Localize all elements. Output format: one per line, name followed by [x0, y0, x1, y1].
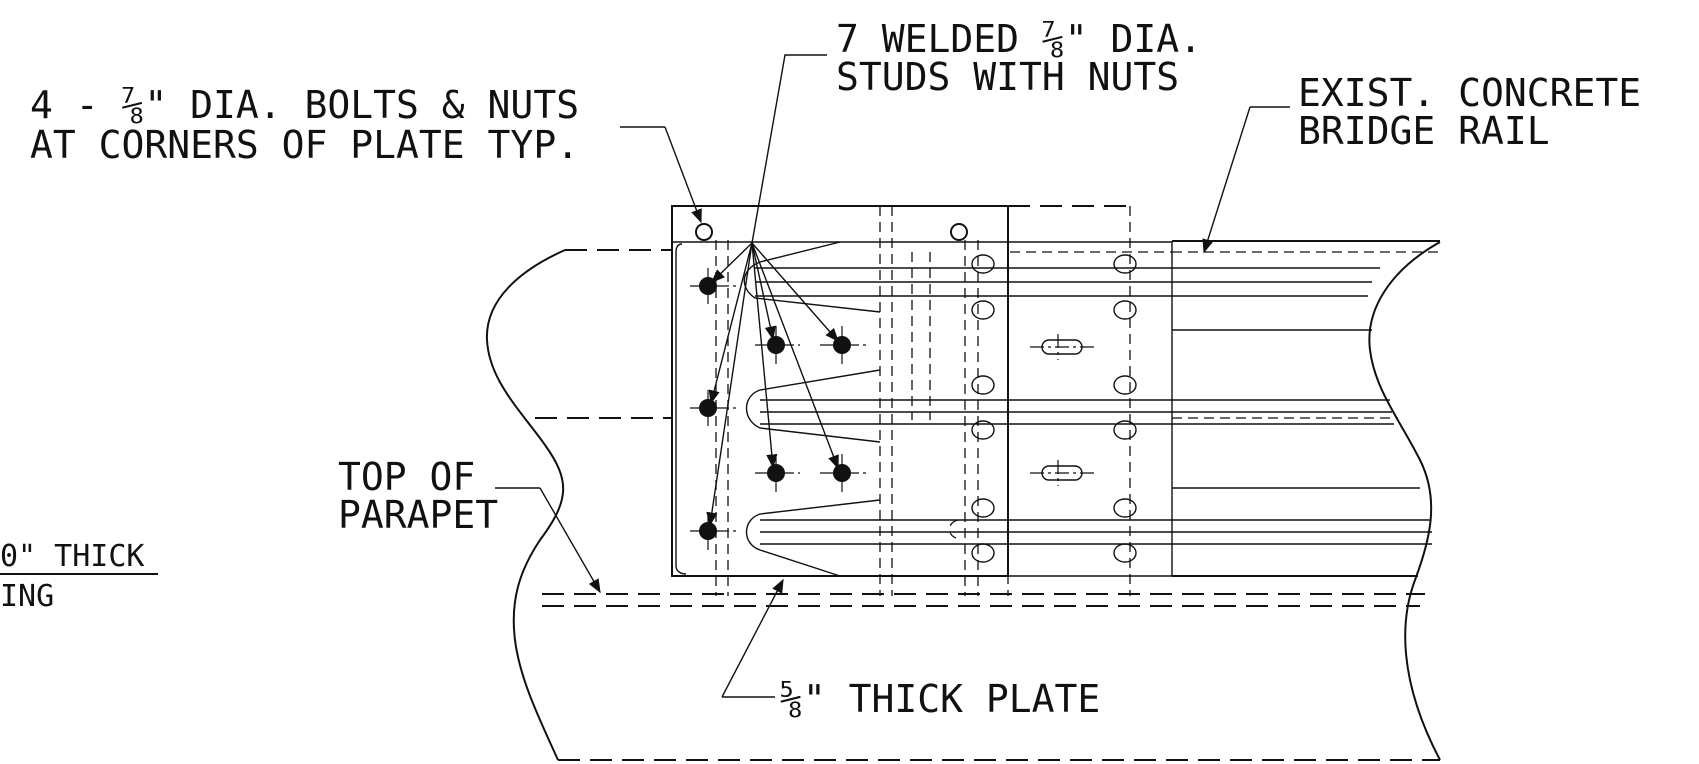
welded-stud — [767, 464, 785, 482]
rail-label-line1: EXIST. CONCRETE — [1298, 71, 1641, 115]
bolts-label-line2: AT CORNERS OF PLATE TYP. — [30, 123, 579, 167]
plate-hidden-lines — [715, 205, 1172, 596]
welded-studs — [690, 268, 870, 550]
right-break-line — [1368, 241, 1441, 761]
left-break-line — [485, 249, 566, 761]
studs-label-line1: 7 WELDED ⅞" DIA. — [836, 17, 1202, 61]
studs-label-line2: STUDS WITH NUTS — [836, 55, 1179, 99]
splice-plate — [671, 205, 1009, 577]
corner-bolt — [695, 223, 713, 241]
welded-stud — [699, 522, 717, 540]
welded-stud — [767, 336, 785, 354]
plate-label: ⅝" THICK PLATE — [780, 677, 1100, 721]
welded-stud — [833, 464, 851, 482]
parapet-label-line2: PARAPET — [338, 493, 498, 537]
partial-label-line2: ING — [0, 579, 54, 614]
bolts-label-line1: 4 - ⅞" DIA. BOLTS & NUTS — [30, 83, 579, 127]
slotted-holes — [948, 254, 1137, 563]
welded-stud — [699, 399, 717, 417]
parapet-label-line1: TOP OF — [338, 455, 475, 499]
bridge-rail — [672, 240, 1440, 577]
corner-bolt — [950, 223, 968, 241]
partial-label-line1: 0" THICK — [0, 539, 145, 574]
rail-label-line2: BRIDGE RAIL — [1298, 109, 1550, 153]
leader-lines — [495, 54, 1290, 698]
